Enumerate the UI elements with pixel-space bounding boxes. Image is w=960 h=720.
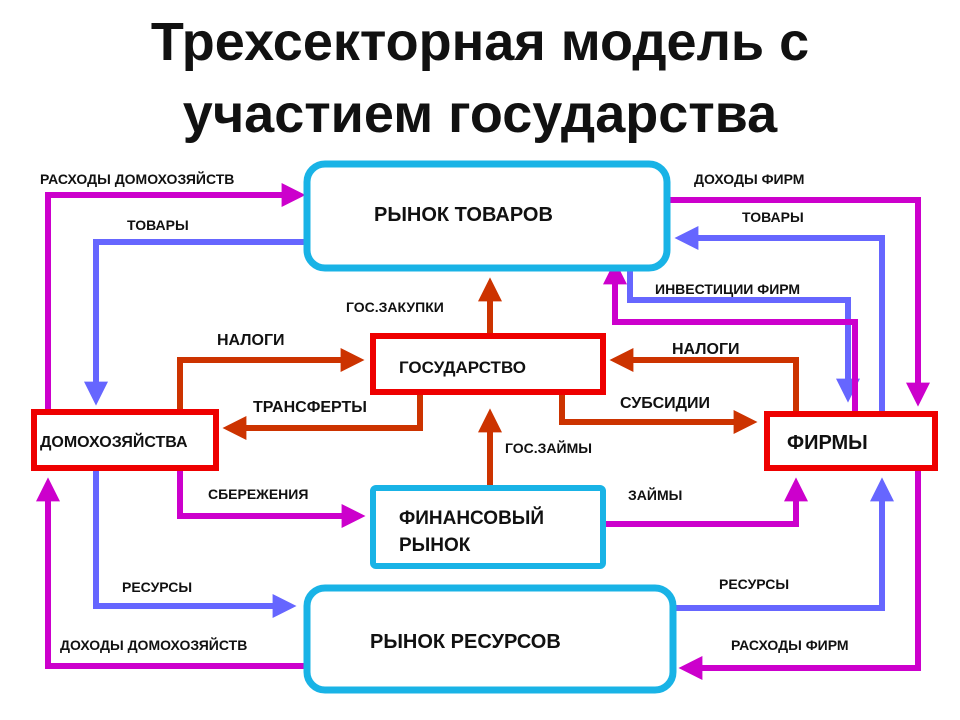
taxes-left-label: НАЛОГИ	[217, 332, 285, 349]
firm-spending-label: РАСХОДЫ ФИРМ	[731, 637, 849, 653]
households-box	[31, 409, 219, 471]
goods-to-households-arrow	[84, 239, 310, 406]
resource-market-box	[303, 584, 677, 694]
gov-purchases-label: ГОС.ЗАКУПКИ	[346, 299, 444, 315]
loans-label: ЗАЙМЫ	[628, 486, 682, 503]
goods-from-firms-arrow	[674, 226, 885, 414]
page-title-line1: Трехсекторная модель с	[150, 12, 810, 72]
investment-magenta-arrow	[603, 260, 858, 414]
savings-label: СБЕРЕЖЕНИЯ	[208, 486, 308, 502]
household-spending-arrow	[45, 183, 306, 410]
subsidies-label: СУБСИДИИ	[620, 395, 710, 412]
transfers-label: ТРАНСФЕРТЫ	[253, 399, 367, 416]
financial-market-label-line2: РЫНОК	[399, 535, 471, 556]
goods-market-label: РЫНОК ТОВАРОВ	[374, 204, 553, 226]
firms-label: ФИРМЫ	[787, 432, 868, 454]
investment-blue-arrow	[627, 268, 860, 403]
taxes-left-arrow	[177, 348, 365, 410]
savings-arrow	[177, 470, 366, 528]
household-income-arrow	[36, 477, 306, 669]
state-box	[370, 333, 606, 395]
state-label: ГОСУДАРСТВО	[399, 358, 526, 377]
transfers-arrow	[222, 393, 423, 440]
firm-spending-arrow	[678, 470, 921, 680]
firm-revenue-label: ДОХОДЫ ФИРМ	[694, 171, 804, 187]
goods-market-box	[303, 160, 671, 272]
goods-left-label: ТОВАРЫ	[127, 217, 189, 233]
firm-revenue-arrow	[670, 197, 930, 407]
firms-box	[764, 411, 938, 471]
financial-market-label-line1: ФИНАНСОВЫЙ	[399, 507, 544, 529]
resources-left-label: РЕСУРСЫ	[122, 579, 192, 595]
page-title-line2: участием государства	[182, 84, 778, 144]
loans-arrow	[603, 477, 808, 527]
taxes-right-label: НАЛОГИ	[672, 341, 740, 358]
firm-investment-label: ИНВЕСТИЦИИ ФИРМ	[655, 281, 800, 297]
gov-loans-label: ГОС.ЗАЙМЫ	[505, 439, 592, 456]
taxes-right-arrow	[609, 348, 799, 413]
resources-right-arrow	[672, 477, 894, 611]
goods-right-label: ТОВАРЫ	[742, 209, 804, 225]
household-income-label: ДОХОДЫ ДОМОХОЗЯЙСТВ	[60, 636, 247, 653]
resource-market-label: РЫНОК РЕСУРСОВ	[370, 631, 561, 653]
resources-right-label: РЕСУРСЫ	[719, 576, 789, 592]
subsidies-arrow	[559, 393, 758, 434]
household-spending-label: РАСХОДЫ ДОМОХОЗЯЙСТВ	[40, 170, 234, 187]
resources-left-arrow	[93, 470, 297, 618]
financial-market-box	[370, 485, 606, 569]
households-label: ДОМОХОЗЯЙСТВА	[40, 432, 188, 451]
